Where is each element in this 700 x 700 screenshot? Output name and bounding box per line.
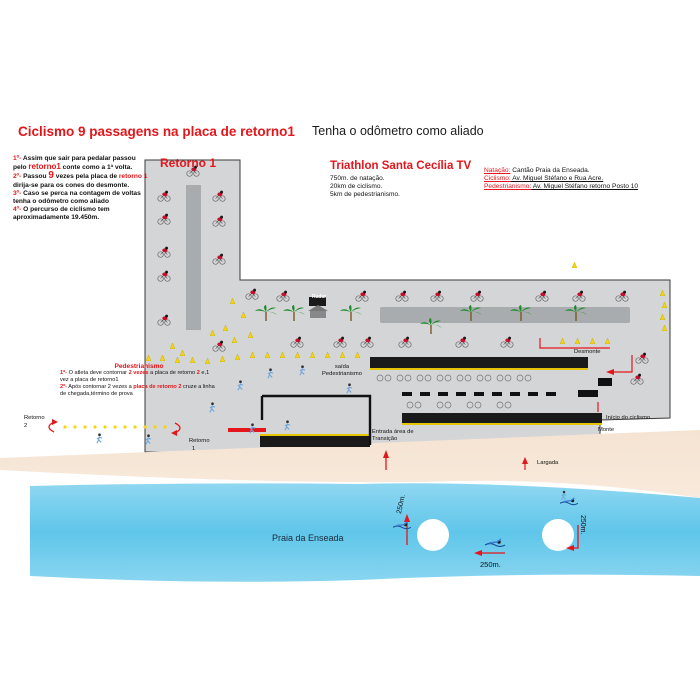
page-title: Ciclismo 9 passagens na placa de retorno…: [18, 124, 295, 139]
center-dashes: [402, 378, 612, 397]
bike-racks-top: [260, 357, 602, 447]
monte-label: Monte: [598, 427, 615, 433]
retorno1-label: Retorno 1: [160, 156, 217, 170]
ped-title: Pedestrianismo: [114, 363, 164, 370]
instruction-2: 2º- Passou 9 vezes pela placa de retorno…: [13, 170, 148, 189]
event-title: Triathlon Santa Cecília TV: [330, 160, 472, 172]
instruction-3: 3º- Caso se perca na contagem de voltas …: [13, 189, 141, 206]
entrada-transicao-label: Entrada área de Transição: [372, 429, 414, 442]
ped-rule-1: 1º- O atleta deve contornar 2 vezes a pl…: [60, 370, 210, 383]
saida-ped-label: saída Pedestrianismo: [322, 364, 362, 377]
bikes: [376, 374, 532, 409]
retorno2-number: 2: [24, 423, 28, 429]
pedestrianismo-block: Pedestrianismo 1º- O atleta deve contorn…: [60, 363, 218, 398]
buoy-right: [542, 519, 574, 551]
desmonte-label: Desmonte: [574, 349, 601, 355]
instruction-4: 4º- O percurso de ciclismo tem aproximad…: [13, 206, 110, 222]
venue-list: Natação: Cantão Praia da Enseada. Ciclis…: [484, 167, 639, 190]
retorno1-small-number: 1: [192, 446, 196, 452]
buoy-left: [417, 519, 449, 551]
cycling-instructions: 1º- Assim que sair para pedalar passou p…: [13, 155, 148, 223]
sea: [30, 483, 700, 582]
distance-right-label: 250m.: [579, 515, 586, 535]
inicio-ciclismo-label: Início do ciclismo: [606, 415, 651, 421]
ped-rule-2: 2º- Após contornar 2 vezes a placa de re…: [60, 384, 215, 397]
red-barrier: [228, 428, 266, 432]
praia-label: Praia da Enseada: [272, 533, 344, 543]
median-vertical: [186, 185, 201, 330]
retorno2-label: Retorno: [24, 415, 45, 421]
median-horizontal: [380, 307, 630, 323]
distance-bottom-label: 250m.: [480, 560, 501, 569]
radar-label: Radar: [312, 294, 327, 300]
page-subtitle: Tenha o odômetro como aliado: [312, 124, 484, 138]
ped-cones-line: [63, 425, 167, 429]
road-area: [144, 159, 671, 453]
retorno1-small-label: Retorno: [189, 438, 210, 444]
event-details: 750m. de natação. 20km de ciclismo. 5km …: [330, 175, 401, 198]
instruction-1: 1º- Assim que sair para pedalar passou p…: [13, 155, 136, 172]
largada-label: Largada: [537, 460, 559, 466]
sand-strip: [0, 430, 700, 498]
